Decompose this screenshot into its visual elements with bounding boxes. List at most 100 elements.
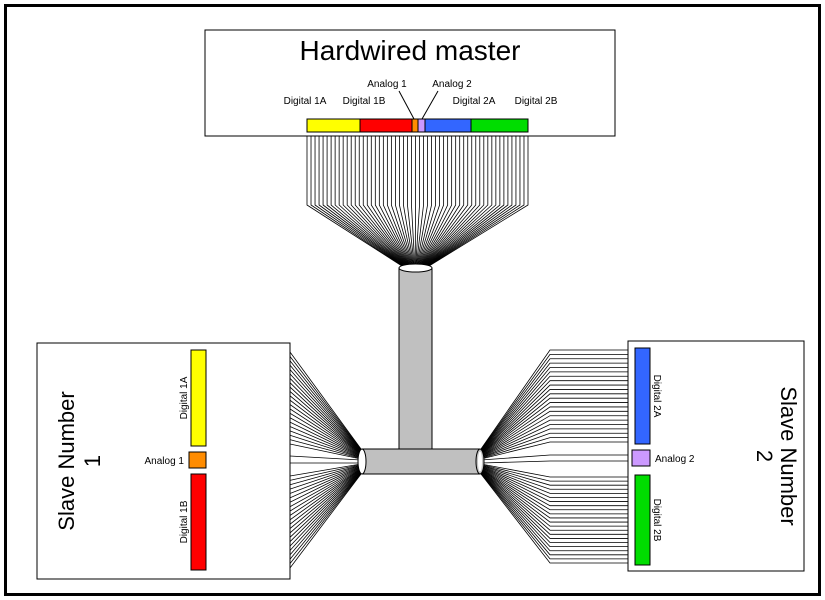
wire bbox=[427, 132, 521, 267]
wire bbox=[480, 466, 635, 507]
wire bbox=[480, 389, 635, 454]
wire bbox=[366, 132, 410, 267]
wire bbox=[480, 473, 635, 564]
wire bbox=[480, 397, 635, 455]
wire bbox=[480, 470, 635, 539]
slave2-box bbox=[627, 340, 805, 572]
wire bbox=[480, 472, 635, 556]
wire bbox=[370, 132, 411, 267]
master-title: Hardwired master bbox=[300, 35, 521, 66]
wire bbox=[480, 428, 635, 458]
wire bbox=[480, 454, 632, 461]
slave2-label-digital-2b: Digital 2B bbox=[651, 499, 662, 542]
wire bbox=[424, 132, 493, 267]
wire bbox=[480, 463, 635, 478]
wire bbox=[419, 132, 453, 267]
wire bbox=[428, 132, 529, 267]
slave2-title-line1: Slave Number bbox=[776, 386, 801, 525]
wire bbox=[427, 132, 517, 267]
wire bbox=[480, 464, 635, 486]
wire bbox=[421, 132, 469, 267]
wire bbox=[417, 132, 441, 267]
wire bbox=[480, 468, 635, 523]
master-connector-digital-1b bbox=[359, 118, 413, 133]
master-label-analog-1: Analog 1 bbox=[367, 79, 407, 90]
slave1-label-digital-1b: Digital 1B bbox=[179, 500, 190, 543]
wire bbox=[334, 132, 406, 267]
wire bbox=[480, 472, 635, 552]
master-wires bbox=[306, 132, 529, 267]
wire bbox=[350, 132, 408, 267]
wire bbox=[425, 132, 505, 267]
vertical-cable bbox=[398, 267, 433, 451]
wire bbox=[358, 132, 409, 267]
wire bbox=[314, 132, 404, 267]
master-connector-digital-1a bbox=[306, 118, 361, 133]
wire bbox=[480, 384, 635, 454]
wire bbox=[480, 473, 635, 560]
master-leader-analog-1 bbox=[398, 90, 415, 120]
wire bbox=[382, 132, 412, 267]
wire bbox=[338, 132, 407, 267]
wire bbox=[322, 132, 405, 267]
wire bbox=[403, 132, 415, 267]
wire bbox=[480, 437, 635, 459]
master-connector-digital-2a bbox=[424, 118, 472, 133]
wire bbox=[480, 358, 635, 451]
wire bbox=[354, 132, 409, 267]
slave2-wires bbox=[480, 349, 635, 564]
wire bbox=[318, 132, 404, 267]
slave2-connector-digital-2b bbox=[634, 474, 651, 566]
wire bbox=[480, 471, 635, 548]
slave2-label-digital-2a: Digital 2A bbox=[651, 375, 662, 418]
slave2-title-line2: 2 bbox=[752, 450, 777, 462]
wire bbox=[399, 132, 414, 267]
wire bbox=[310, 132, 403, 267]
wire bbox=[480, 375, 635, 453]
slave1-title-line2: 1 bbox=[80, 455, 105, 467]
slave1-label-digital-1a: Digital 1A bbox=[179, 376, 190, 419]
master-label-digital-1a: Digital 1A bbox=[284, 96, 327, 107]
wire bbox=[424, 132, 497, 267]
wire bbox=[423, 132, 489, 267]
wire bbox=[426, 132, 513, 267]
wire bbox=[407, 132, 415, 267]
wire bbox=[418, 132, 445, 267]
wire bbox=[326, 132, 405, 267]
wire bbox=[374, 132, 411, 267]
wire bbox=[394, 132, 414, 267]
wire bbox=[480, 415, 635, 457]
wire bbox=[342, 132, 407, 267]
wire bbox=[480, 441, 635, 460]
master-label-analog-2: Analog 2 bbox=[432, 79, 472, 90]
slave2-connector-analog-2 bbox=[631, 449, 651, 467]
wire bbox=[480, 471, 635, 543]
horizontal-cable-left-end bbox=[357, 448, 367, 475]
wire bbox=[330, 132, 406, 267]
wire bbox=[480, 466, 635, 502]
wire bbox=[419, 132, 457, 267]
wire bbox=[422, 132, 477, 267]
wire bbox=[480, 465, 635, 494]
wire bbox=[480, 424, 635, 458]
slave2-connector-digital-2a bbox=[634, 347, 651, 445]
wire bbox=[415, 132, 420, 267]
wire bbox=[416, 132, 432, 267]
wire bbox=[418, 132, 449, 267]
wire bbox=[422, 132, 481, 267]
wire bbox=[420, 132, 461, 267]
wire bbox=[417, 132, 436, 267]
wire bbox=[480, 467, 635, 515]
slave1-label-analog-1: Analog 1 bbox=[145, 456, 185, 467]
wire bbox=[480, 460, 632, 464]
wire bbox=[421, 132, 473, 267]
wire bbox=[480, 466, 635, 498]
wire bbox=[480, 353, 635, 450]
wire bbox=[390, 132, 413, 267]
vertical-cable-end bbox=[398, 263, 433, 273]
master-connector-analog-2 bbox=[417, 118, 426, 133]
wire bbox=[423, 132, 485, 267]
master-leader-analog-2 bbox=[421, 90, 439, 120]
wire bbox=[480, 362, 635, 451]
